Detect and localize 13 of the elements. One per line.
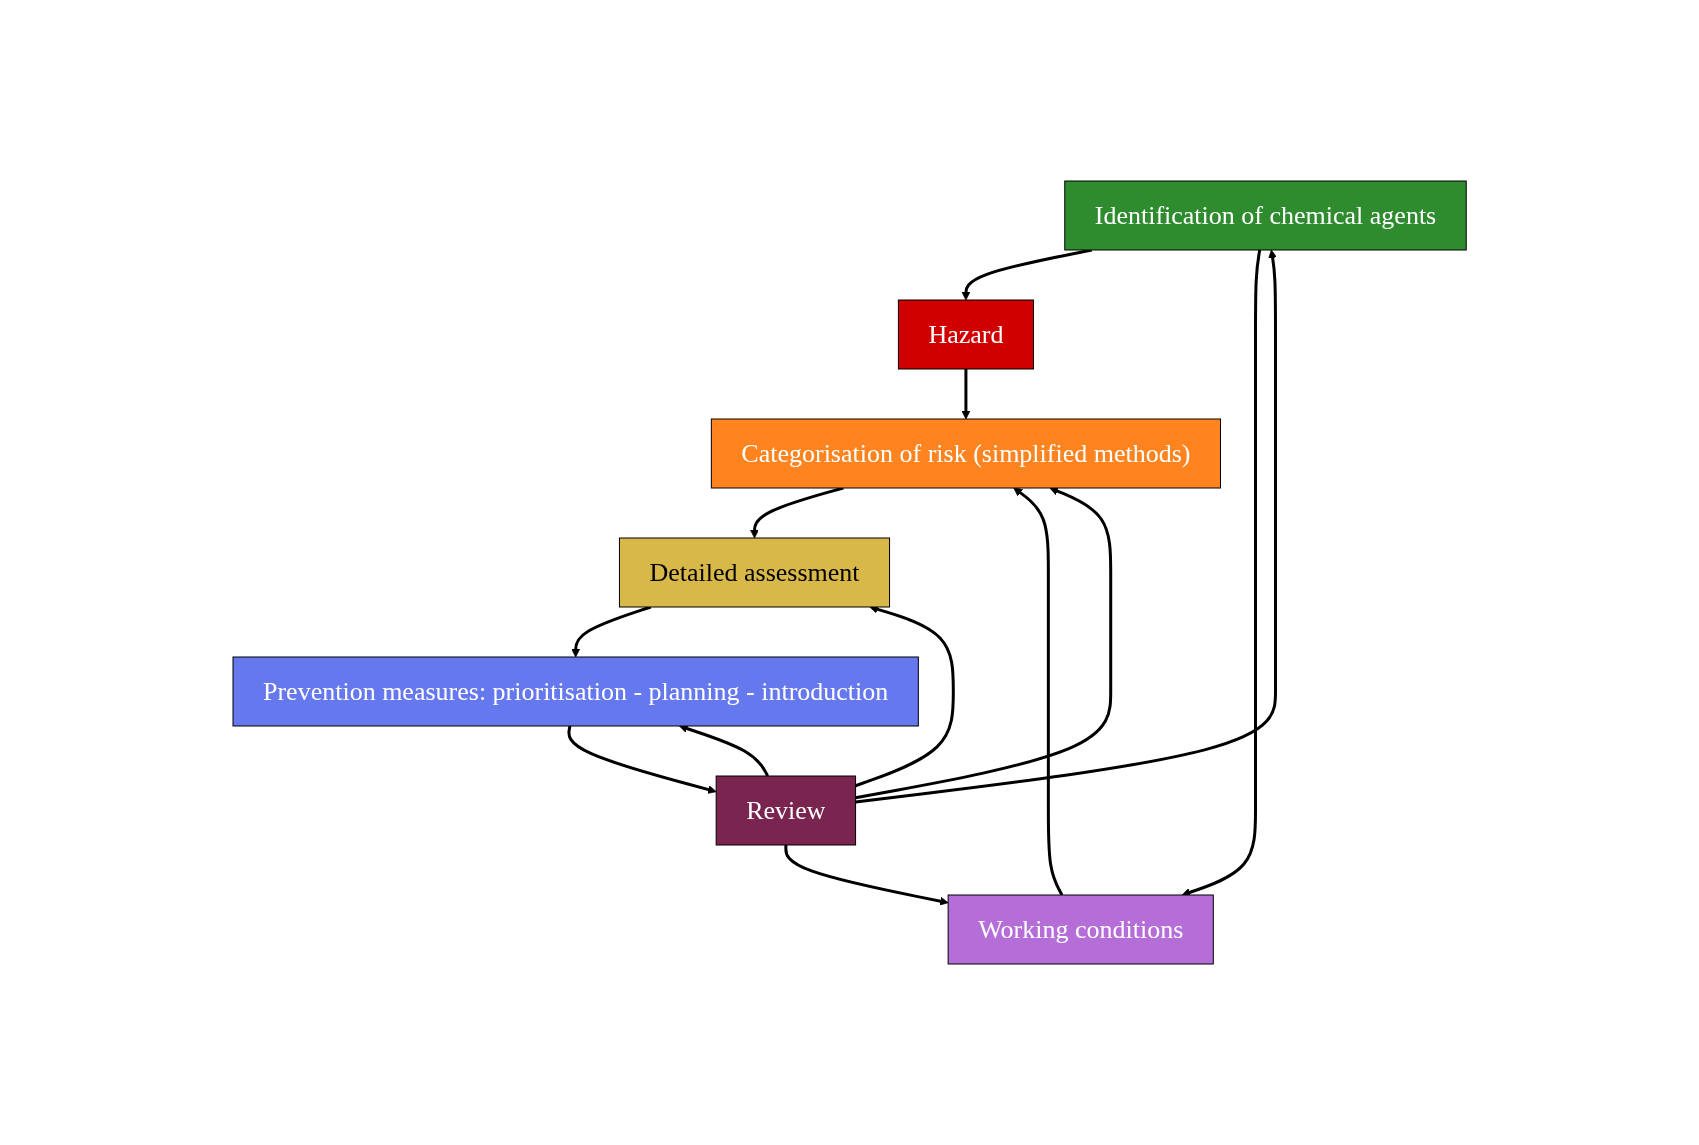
arrow — [784, 845, 949, 906]
node-box: Review — [715, 775, 856, 846]
arrow — [567, 725, 717, 794]
arrow — [855, 249, 1277, 804]
arrow — [1013, 487, 1064, 896]
arrow — [1181, 249, 1262, 897]
arrow — [961, 369, 971, 420]
node-box: Hazard — [897, 299, 1034, 370]
node-box: Prevention measures: prioritisation - planning - introduction — [232, 656, 919, 727]
node-box: Working conditions — [947, 894, 1214, 965]
node-box: Categorisation of risk (simplified methods) — [710, 418, 1221, 489]
node-box: Identification of chemical agents — [1064, 180, 1467, 251]
node-box: Detailed assessment — [618, 537, 890, 608]
